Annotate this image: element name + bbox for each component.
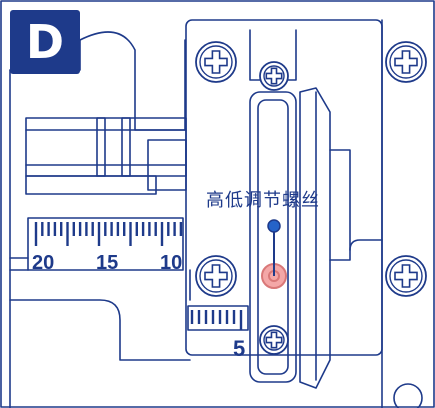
screw-head-icon <box>195 41 237 83</box>
scale-label-15: 15 <box>96 252 119 274</box>
screw-head-icon <box>385 41 427 83</box>
blade-wedge <box>299 87 331 389</box>
carriage-slot-inner <box>257 99 289 375</box>
screw-head-icon <box>385 255 427 297</box>
lower-plate <box>9 299 191 361</box>
carriage-slot <box>249 91 297 383</box>
scale-label-5: 5 <box>233 336 246 361</box>
callout-dot <box>267 219 281 233</box>
slide-rail <box>25 117 187 177</box>
blade-holder <box>329 149 351 261</box>
screws <box>195 41 427 355</box>
rail-clip-1 <box>96 117 106 177</box>
screw-head-icon <box>259 325 289 355</box>
callout-label: 高低调节螺丝 <box>206 190 320 211</box>
scale-ticks-left <box>34 222 183 246</box>
panel-letter-badge: D <box>10 10 80 74</box>
right-column-notch <box>349 239 383 251</box>
scale-ticks-lower <box>190 310 243 330</box>
scale-label-20: 20 <box>32 252 55 274</box>
rail-clip-2 <box>121 117 131 177</box>
rail-lower-bar <box>25 175 157 195</box>
scale-bar-lower <box>187 305 249 331</box>
corner-circle <box>393 383 423 408</box>
scale-bar-stub <box>9 257 29 271</box>
screw-head-icon <box>195 255 237 297</box>
scale-bar-left <box>27 217 184 271</box>
screw-head-icon <box>259 61 289 91</box>
scale-label-10: 10 <box>160 252 183 274</box>
base-curved-top <box>79 31 186 131</box>
